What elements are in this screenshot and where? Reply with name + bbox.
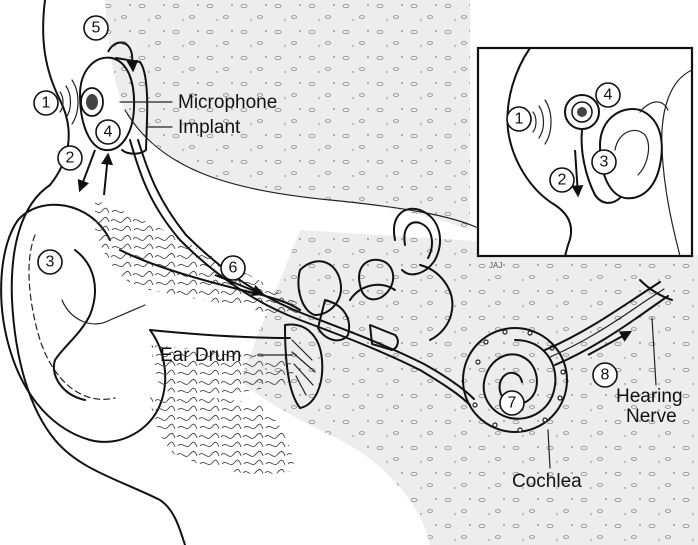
step-2-marker: 2 (58, 146, 82, 170)
step-5-marker: 5 (84, 16, 108, 40)
step-4-marker: 4 (96, 120, 120, 144)
svg-text:4: 4 (604, 87, 613, 104)
step-6-marker: 6 (221, 256, 245, 280)
arrow-4-up (104, 155, 108, 195)
microphone-label: Microphone (178, 92, 277, 113)
inset-step-2-marker: 2 (550, 168, 574, 192)
svg-text:1: 1 (42, 95, 51, 112)
svg-text:6: 6 (229, 260, 238, 277)
step-3-marker: 3 (38, 250, 62, 274)
svg-text:3: 3 (600, 154, 609, 171)
cochlea-label: Cochlea (512, 471, 582, 492)
sound-waves-main (60, 80, 78, 124)
ear-canal-tissue-upper (95, 200, 300, 320)
inset-step-3-marker: 3 (592, 150, 616, 174)
inset-step-1-marker: 1 (507, 107, 531, 131)
hearing-nerve-label-line2: Nerve (626, 406, 677, 427)
jaw-tissue (150, 395, 295, 474)
svg-text:1: 1 (515, 111, 524, 128)
implant-label: Implant (178, 117, 241, 138)
svg-text:4: 4 (104, 124, 113, 141)
ear-drum-label: Ear Drum (160, 345, 241, 366)
artist-initials: JAJ (489, 261, 502, 270)
svg-text:5: 5 (92, 20, 101, 37)
svg-text:3: 3 (46, 254, 55, 271)
step-1-marker: 1 (34, 91, 58, 115)
step-7-marker: 7 (500, 391, 524, 415)
inset-external-view (478, 48, 692, 256)
step-8-marker: 8 (593, 363, 617, 387)
svg-text:2: 2 (66, 150, 75, 167)
inset-step-4-marker: 4 (596, 83, 620, 107)
svg-text:8: 8 (601, 367, 610, 384)
hearing-nerve-label-line1: Hearing (616, 386, 683, 407)
svg-text:7: 7 (508, 395, 517, 412)
svg-text:2: 2 (558, 172, 567, 189)
